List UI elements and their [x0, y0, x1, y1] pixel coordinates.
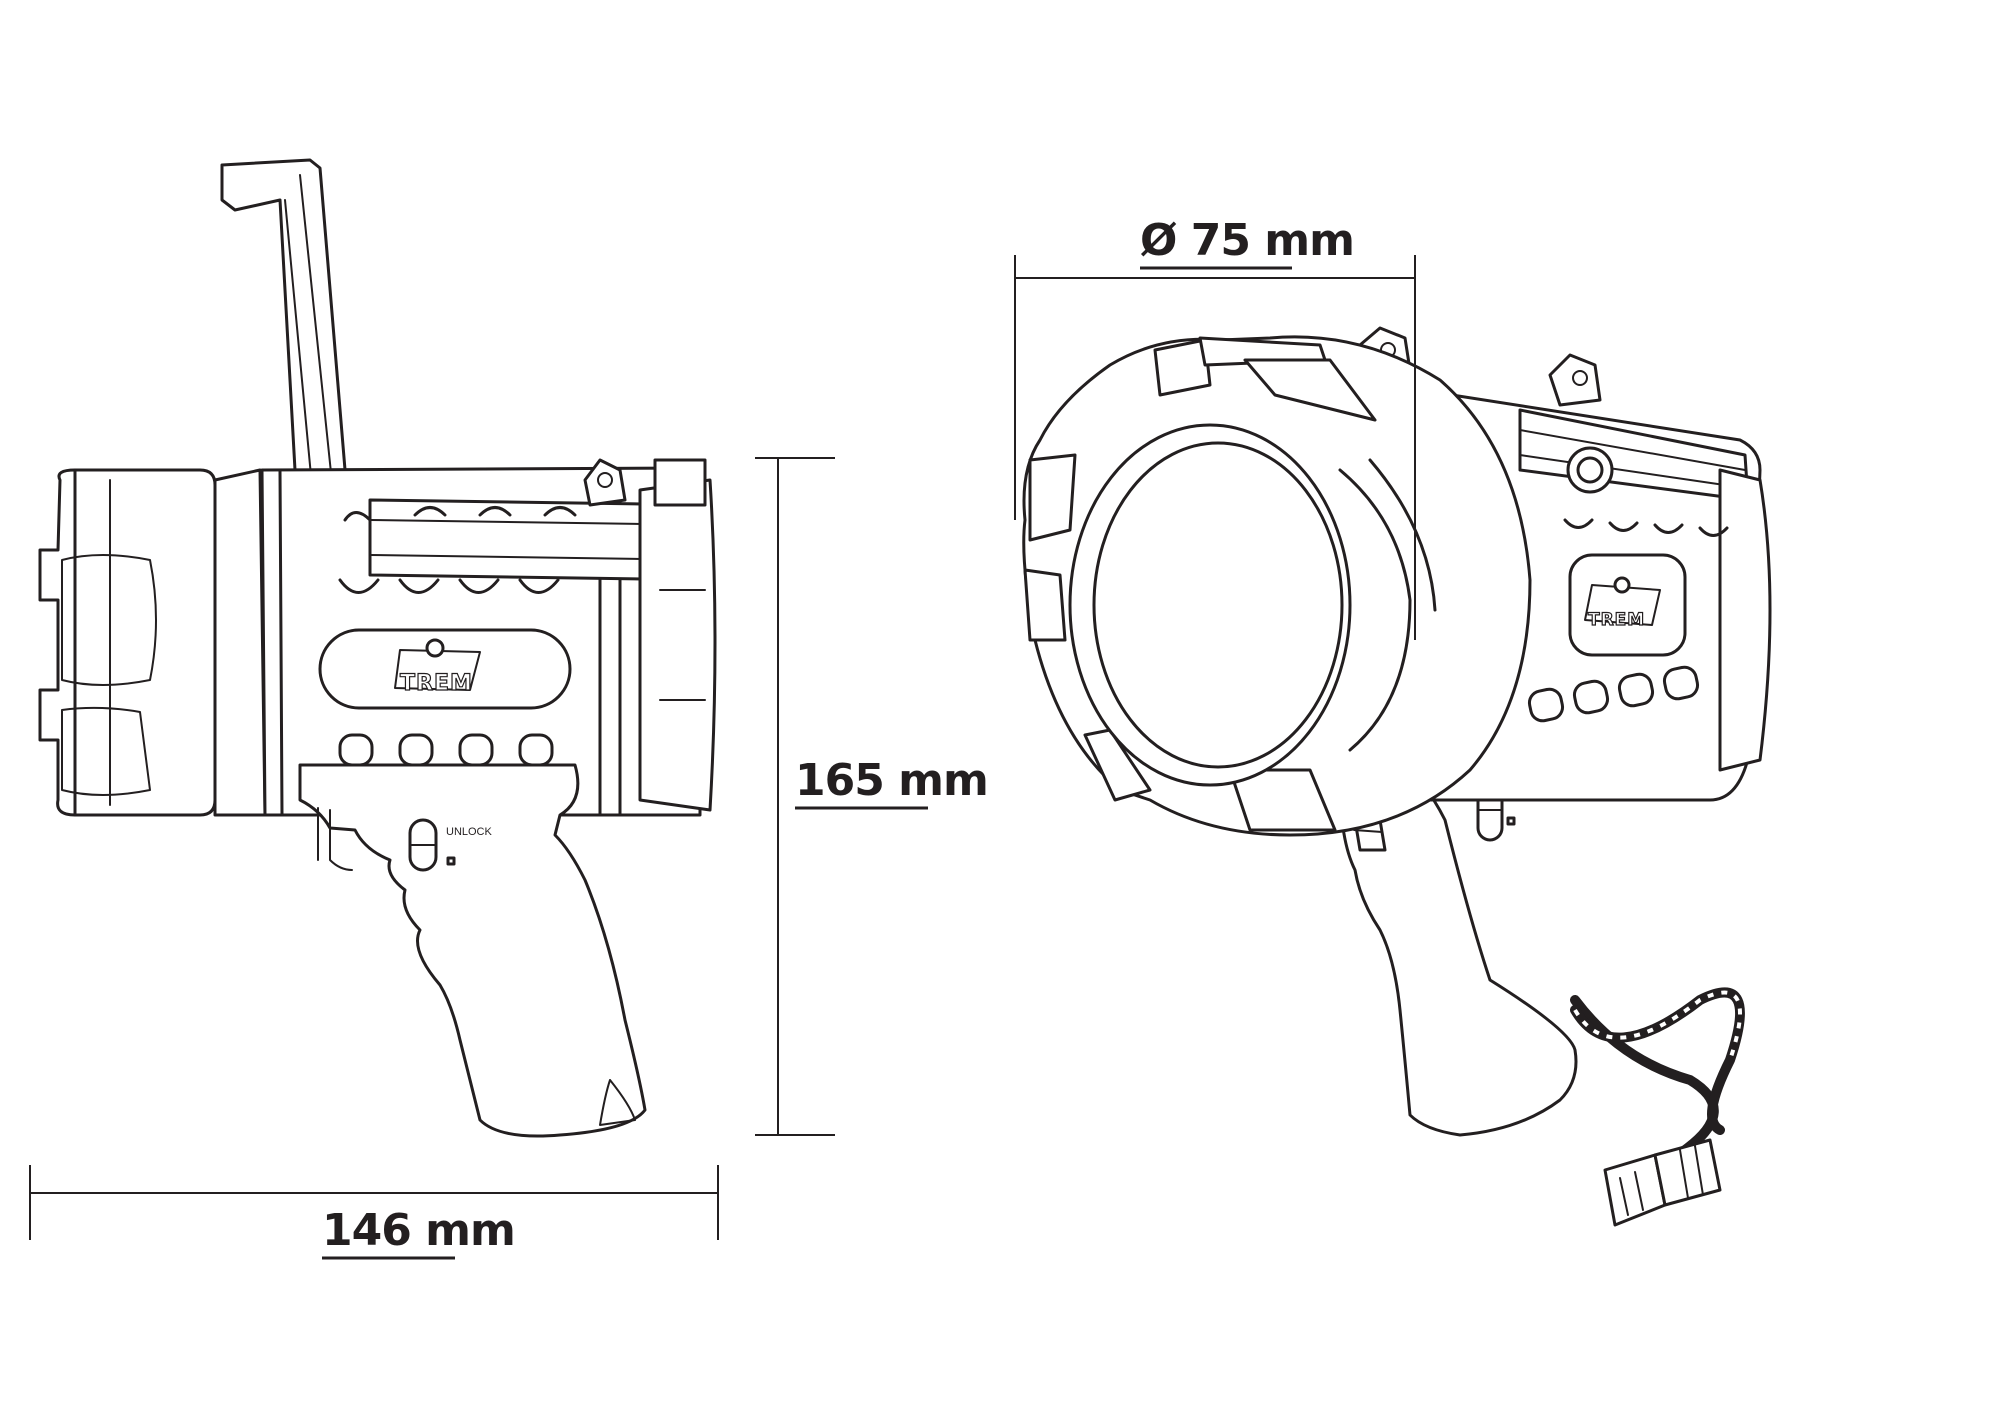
- front-brand-text: TREM: [1588, 610, 1645, 630]
- lanyard: [1570, 987, 1745, 1227]
- side-switch-label: UNLOCK: [446, 826, 493, 838]
- side-brand-text: TREM: [400, 671, 473, 696]
- side-grip: UNLOCK: [298, 763, 647, 1138]
- height-label: 165 mm: [795, 755, 988, 806]
- diameter-label: Ø 75 mm: [1140, 215, 1354, 266]
- front-view: UNLOCK TREM: [1014, 215, 1772, 1227]
- diameter-dimension: Ø 75 mm: [1014, 215, 1416, 640]
- side-body: [213, 458, 717, 817]
- width-dimension: 146 mm: [29, 1165, 719, 1260]
- width-label: 146 mm: [322, 1205, 515, 1256]
- front-grip: UNLOCK: [1338, 778, 1578, 1137]
- side-logo: TREM: [394, 638, 481, 697]
- side-view: TREM UNLOCK 165 mm 146 mm: [29, 158, 989, 1260]
- height-dimension: 165 mm: [755, 457, 989, 1136]
- side-lens-head: [38, 468, 217, 817]
- front-lens-head: [1022, 335, 1532, 837]
